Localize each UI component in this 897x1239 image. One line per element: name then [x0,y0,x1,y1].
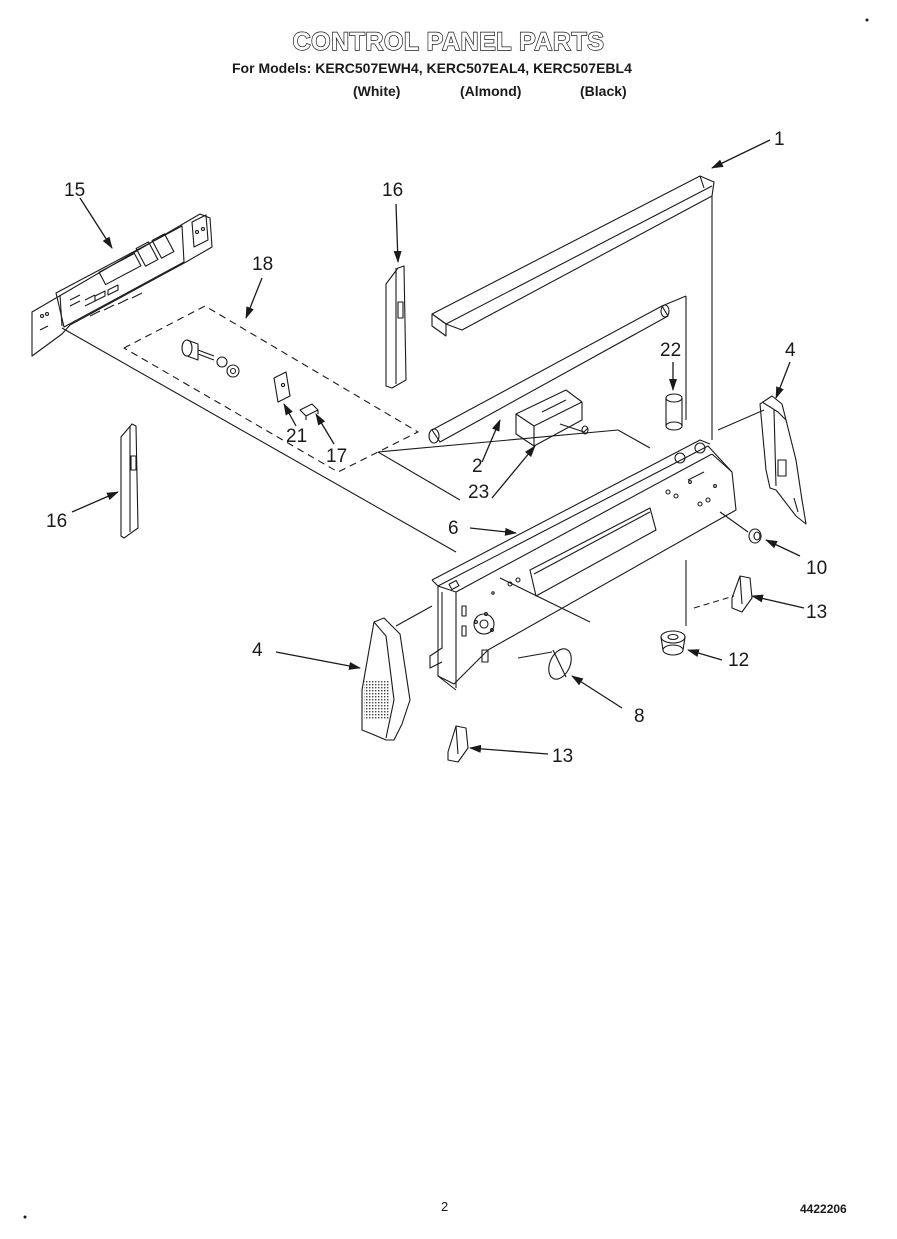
assembly-line [377,429,619,453]
assembly-line [395,605,433,627]
page-number: 2 [441,1199,449,1214]
part-10-bushing [719,511,762,544]
part-8-knob [517,648,572,680]
document-number: 4422206 [800,1202,847,1216]
corner-marks [23,18,869,1219]
callout-16-upper: 16 [382,180,403,201]
part-6-control-panel [429,439,737,688]
assembly-line [617,429,651,449]
part-4-end-cap-left [361,617,411,741]
callout-18: 18 [252,254,273,275]
callout-numbers: 1 2 4 4 6 8 10 12 13 13 15 16 16 17 18 2… [46,129,827,767]
callout-15: 15 [64,180,85,201]
part-13-bracket-left [447,725,469,763]
callout-13-right: 13 [806,602,827,623]
color-label-black: (Black) [580,83,627,99]
callout-16-lower: 16 [46,511,67,532]
callout-22: 22 [660,340,681,361]
callout-17: 17 [326,446,347,467]
models-line: For Models: KERC507EWH4, KERC507EAL4, KE… [232,60,632,76]
part-16-trim-lower [120,423,139,539]
callout-4-right: 4 [785,340,796,361]
color-label-almond: (Almond) [460,83,522,99]
part-2-fluorescent-tube [428,304,670,444]
part-13-bracket-right [693,575,753,613]
callout-8: 8 [634,706,645,727]
part-18-wire-harness-outline [123,305,419,473]
part-4-end-cap-right [717,395,807,525]
assembly-line [377,451,461,501]
callout-21: 21 [286,426,307,447]
part-16-trim-upper [385,265,407,389]
part-15-electronic-control [31,213,213,357]
callout-23: 23 [468,482,489,503]
callout-10: 10 [806,558,827,579]
part-23-ballast [515,389,589,447]
part-1-top-trim [431,175,715,337]
callout-4-left: 4 [252,640,263,661]
callout-12: 12 [728,650,749,671]
callout-6: 6 [448,518,459,539]
page-title: CONTROL PANEL PARTS [292,27,605,56]
color-label-white: (White) [353,83,401,99]
assembly-line [437,675,457,691]
assembly-line [499,577,591,623]
callout-1: 1 [774,129,785,150]
part-12-switch [660,560,687,656]
callout-2: 2 [472,456,483,477]
callout-13-left: 13 [552,746,573,767]
wire-line [661,295,687,420]
assembly-line [61,327,457,553]
leader-arrows [71,139,805,755]
part-22-relay [665,393,683,431]
